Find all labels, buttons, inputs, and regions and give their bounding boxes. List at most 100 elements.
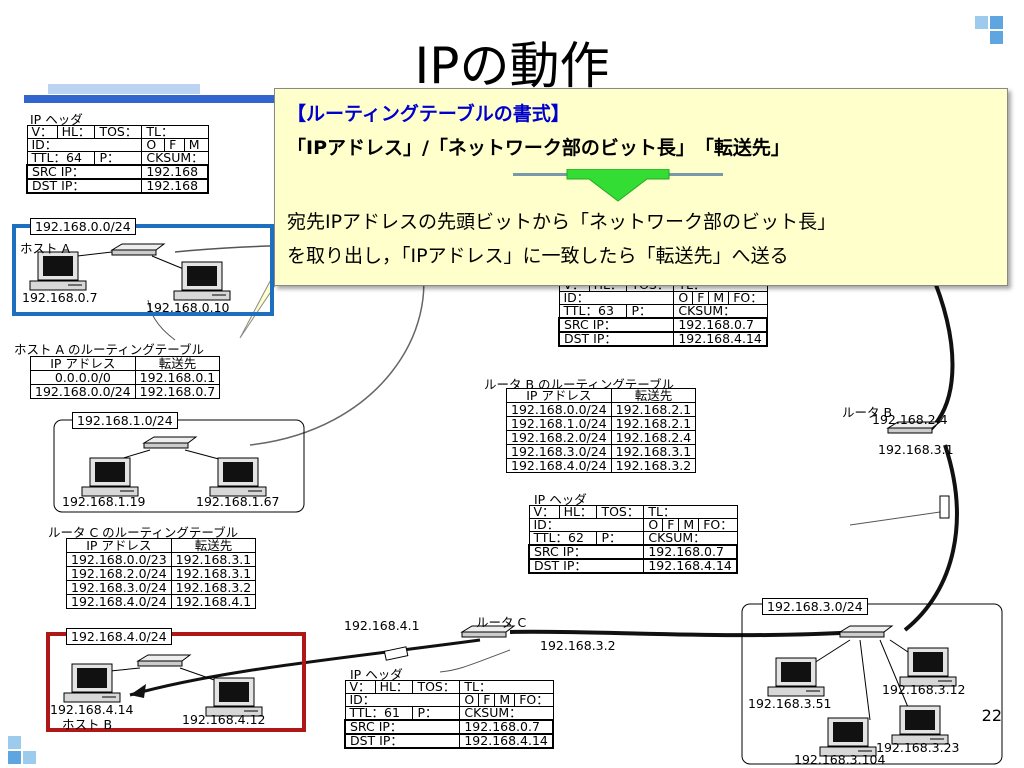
link-routerC-hostB: [129, 638, 481, 697]
table-cell: 192.168.0.0/24: [30, 384, 136, 399]
corner-square-deco: [8, 736, 21, 749]
host-ip-label: 192.168.1.67: [196, 494, 280, 509]
header-cell: FO：: [698, 518, 738, 532]
header-cell: TTL：63: [558, 304, 628, 319]
header-cell: CKSUM：: [643, 531, 738, 546]
header-cell: M: [494, 693, 516, 707]
header-cell: TTL：61: [344, 706, 414, 721]
host-ip-label: 192.168.1.19: [62, 494, 146, 509]
corner-square-deco: [975, 16, 988, 29]
callout-format-line: 「IPアドレス」/「ネットワーク部のビット長」 「転送先」: [287, 137, 790, 159]
ip-header-title: IP ヘッダ: [350, 667, 403, 682]
network-label-net0: 192.168.0.0/24: [30, 218, 136, 235]
host-name-hostB: ホスト B: [62, 717, 113, 732]
header-cell: TOS：: [94, 125, 143, 139]
table-header: IP アドレス: [30, 356, 136, 371]
network-label-net3: 192.168.3.0/24: [762, 598, 868, 615]
network-label-net4: 192.168.4.0/24: [66, 628, 172, 645]
corner-square-deco: [990, 31, 1003, 44]
table-header: 転送先: [610, 388, 697, 403]
table-cell: 192.168.0.7: [134, 384, 221, 399]
header-cell: FO：: [514, 693, 554, 707]
link-net3-routerC: [509, 629, 861, 638]
host-ip-label: 192.168.4.12: [182, 712, 266, 727]
network-box-net0: [12, 224, 274, 316]
header-cell: DST IP：: [558, 331, 675, 347]
header-cell: SRC IP：: [26, 164, 143, 180]
table-header: IP アドレス: [66, 538, 172, 553]
link-routerA-routerB: [928, 269, 955, 432]
table-cell: 192.168.3.2: [610, 458, 697, 473]
header-cell: TTL：62: [528, 531, 598, 546]
router-name-routerC: ルータ C: [476, 615, 527, 630]
table-cell: 192.168.3.0/24: [66, 580, 172, 595]
table-header: 転送先: [170, 538, 257, 553]
host-name-hostA: ホスト A: [20, 241, 71, 256]
header-cell: CKSUM：: [141, 151, 209, 166]
header-cell: O: [141, 138, 166, 152]
corner-square-deco: [990, 16, 1003, 29]
table-cell: 192.168.4.0/24: [506, 458, 612, 473]
header-cell: ID：: [26, 138, 143, 152]
header-cell: M: [708, 291, 730, 305]
page-number: 22: [981, 706, 1002, 725]
table-cell: 192.168.3.1: [170, 566, 257, 581]
header-cell: F: [662, 518, 680, 532]
router-ip-label: 192.168.4.1: [344, 618, 420, 633]
network-box-net4: [46, 632, 306, 732]
router-ip-label: 192.168.3.2: [540, 638, 616, 653]
header-cell: P：: [596, 531, 645, 546]
table-cell: 192.168.0.0/24: [506, 402, 612, 417]
header-cell: 192.168.0.7: [459, 719, 555, 735]
table-header: IP アドレス: [506, 388, 612, 403]
header-cell: SRC IP：: [344, 719, 461, 735]
header-cell: SRC IP：: [528, 544, 645, 560]
header-cell: P：: [94, 151, 143, 166]
router-ip-label: 192.168.2.4: [872, 412, 948, 427]
network-box-net3: [741, 603, 1003, 765]
router-name-routerB: ルータ B: [842, 405, 893, 420]
header-cell: CKSUM：: [673, 304, 768, 319]
header-cell: O: [673, 291, 694, 305]
header-cell: CKSUM：: [459, 706, 554, 721]
header-cell: V：: [26, 125, 58, 139]
callout-explanation-line: を取り出し，「IPアドレス」に一致したら「転送先」へ送る: [287, 245, 789, 267]
ip-header-title: IP ヘッダ: [534, 492, 587, 507]
ip-header-title: IP ヘッダ: [30, 112, 83, 127]
header-cell: ID：: [344, 693, 461, 707]
title-band-light: [48, 84, 200, 94]
header-cell: DST IP：: [528, 558, 645, 574]
table-cell: 192.168.0.1: [134, 370, 221, 385]
table-cell: 0.0.0.0/0: [30, 370, 136, 385]
header-cell: DST IP：: [26, 178, 143, 194]
host-ip-label: 192.168.0.7: [22, 290, 98, 305]
down-arrow-icon: [513, 169, 723, 202]
header-cell: TOS：: [412, 680, 461, 694]
network-box-net1: [53, 419, 305, 513]
host-ip-label: 192.168.3.104: [794, 752, 886, 767]
host-ip-label: 192.168.3.12: [882, 682, 966, 697]
header-cell: HL：: [56, 125, 96, 139]
title-band-blue: [24, 95, 280, 103]
table-cell: 192.168.3.0/24: [506, 444, 612, 459]
header-cell: 192.168.0.7: [673, 317, 769, 333]
table-cell: 192.168.3.1: [170, 552, 257, 567]
routing-format-callout: 【ルーティングテーブルの書式】 「IPアドレス」/「ネットワーク部のビット長」 …: [274, 88, 1008, 286]
routing-table-title: ルータ C のルーティングテーブル: [48, 525, 239, 540]
header-cell: P：: [626, 304, 675, 319]
header-cell: SRC IP：: [558, 317, 675, 333]
header-cell: TL：: [141, 125, 209, 139]
